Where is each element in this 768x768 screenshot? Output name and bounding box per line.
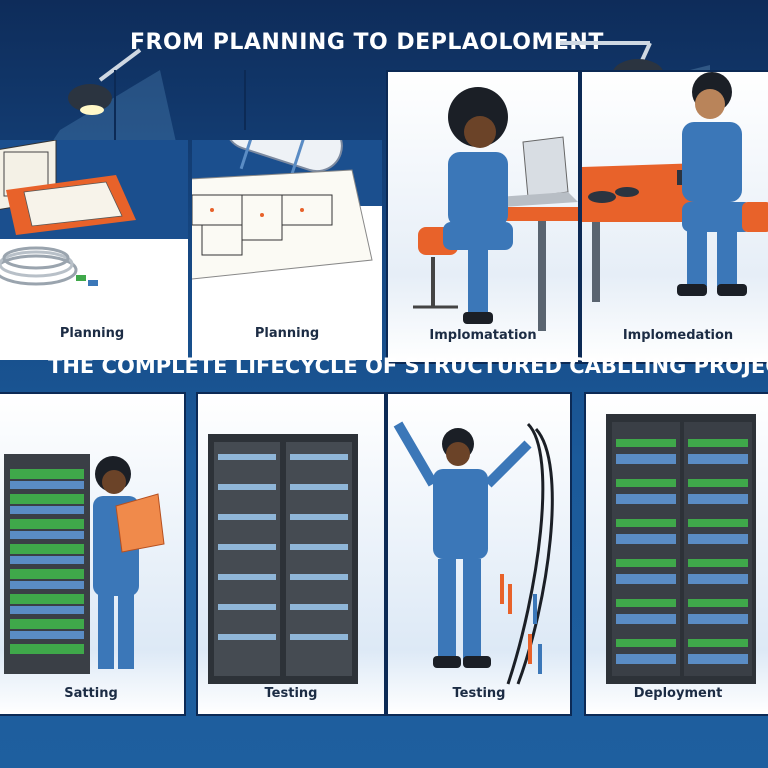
implementation-scene — [582, 72, 768, 302]
setting-scene — [4, 454, 165, 674]
page-subtitle: THE COMPLETE LIFECYCLE OF STRUCTURED CAB… — [48, 354, 768, 378]
blueprint-icon — [0, 140, 136, 286]
panel-planning-2: Planning — [192, 140, 382, 360]
panel-implementation-1: Implomatation — [386, 70, 580, 364]
panel-caption: Planning — [254, 326, 320, 341]
server-rack-icon — [606, 414, 756, 684]
panel-caption: Testing — [452, 686, 506, 701]
server-rack-icon — [208, 434, 358, 684]
server-rack-icon — [4, 454, 90, 674]
testing-scene — [393, 421, 554, 685]
page-title: FROM PLANNING TO DEPLAOLOMENT — [130, 30, 604, 55]
laptop-icon — [498, 136, 578, 207]
panel-testing-1: Testing — [196, 392, 386, 716]
cable-coil-icon — [0, 246, 98, 286]
blueprint-icon — [192, 140, 373, 280]
panel-caption: Planning — [59, 326, 125, 341]
panel-caption: Testing — [264, 686, 318, 701]
desk-lamp-icon — [40, 48, 180, 160]
panel-caption: Satting — [64, 686, 118, 701]
panel-caption: Deployment — [633, 686, 723, 701]
panel-setting: Satting — [0, 392, 186, 716]
panel-caption: Implomatation — [429, 328, 537, 343]
implementation-scene — [413, 87, 578, 331]
panel-implementation-2: Implomedation — [580, 70, 768, 364]
clipboard-icon — [115, 493, 165, 553]
panel-planning-1: Planning — [0, 140, 188, 360]
panel-testing-2: Testing — [386, 392, 572, 716]
panel-deployment: Deployment — [584, 392, 768, 716]
panel-caption: Implomedation — [622, 328, 734, 343]
